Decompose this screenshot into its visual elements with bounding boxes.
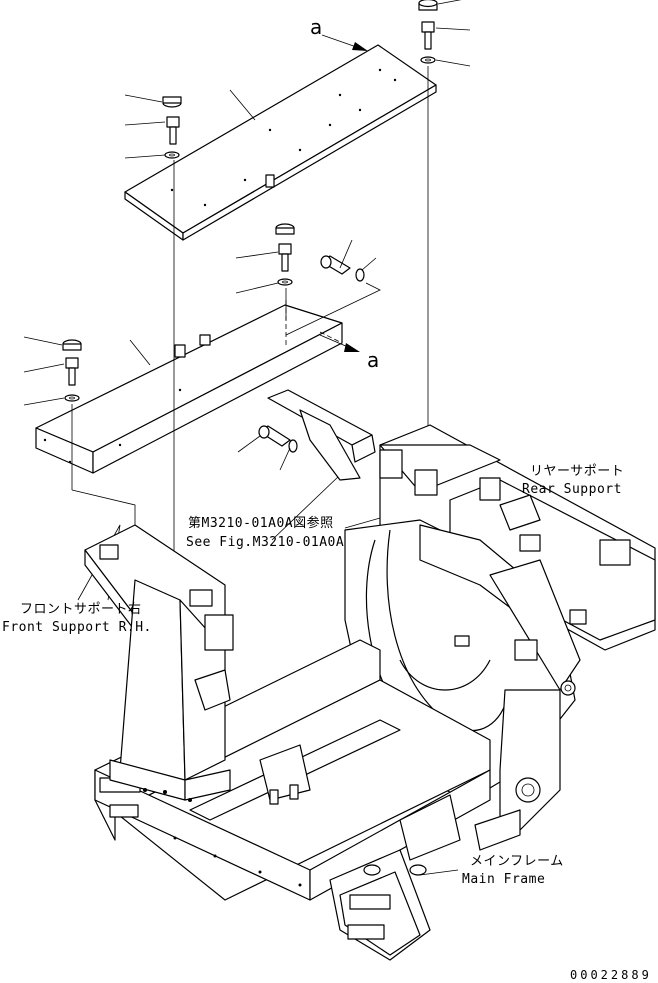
main-frame-front bbox=[94, 639, 491, 961]
rear-support-label-en: Rear Support bbox=[522, 482, 622, 497]
view-marker-a-side: a bbox=[367, 348, 380, 372]
main-frame-label-jp: メインフレーム bbox=[470, 854, 564, 869]
rear-bracket bbox=[267, 389, 376, 481]
see-fig-label-jp: 第M3210-01A0A図参照 bbox=[188, 516, 334, 531]
front-support-rh bbox=[84, 524, 234, 802]
side-bolt-upper bbox=[320, 255, 365, 282]
rear-support-label-jp: リヤーサポート bbox=[530, 464, 625, 479]
document-number: 00022889 bbox=[570, 968, 652, 982]
front-support-label-jp: フロントサポート右 bbox=[20, 602, 142, 617]
side-bolt-lower bbox=[258, 425, 298, 453]
upper-plate bbox=[124, 44, 437, 241]
see-fig-label-en: See Fig.M3210-01A0A bbox=[186, 535, 345, 550]
hardware-upper-left bbox=[162, 96, 182, 159]
main-frame-rear bbox=[379, 424, 656, 651]
hardware-middle bbox=[275, 223, 295, 286]
view-marker-a-top: a bbox=[310, 15, 323, 39]
front-support-label-en: Front Support R.H. bbox=[2, 620, 152, 635]
main-frame-label-en: Main Frame bbox=[462, 872, 546, 887]
middle-plate bbox=[35, 304, 343, 474]
hardware-upper-right bbox=[418, 0, 438, 64]
hardware-left bbox=[62, 339, 82, 402]
